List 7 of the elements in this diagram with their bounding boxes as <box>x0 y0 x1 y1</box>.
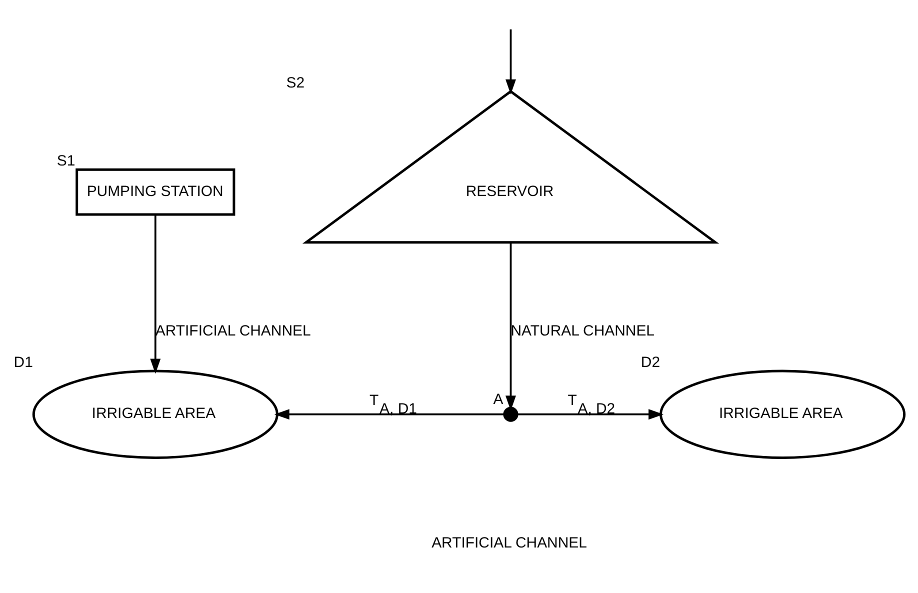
node-label: S1 <box>56 152 76 169</box>
node-label: D2 <box>640 353 660 370</box>
label: ARTIFICIAL CHANNEL <box>432 534 587 551</box>
node-label: D1 <box>14 353 33 370</box>
node-label: A <box>493 390 504 408</box>
node-label: S2 <box>286 74 305 91</box>
edge-label: NATURAL CHANNEL <box>510 322 654 340</box>
